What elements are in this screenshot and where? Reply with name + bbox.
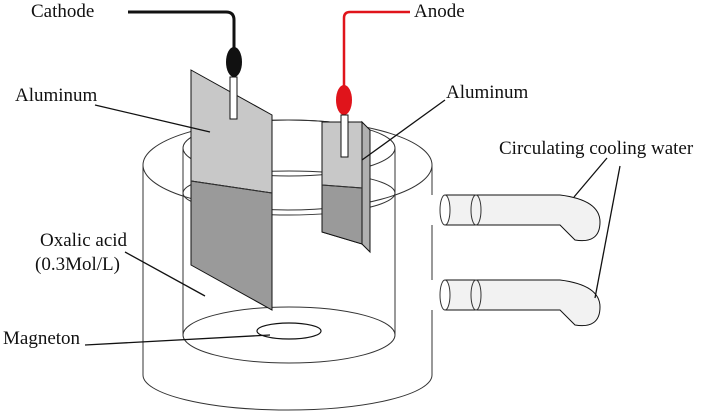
leader-cooling-upper: [573, 157, 608, 198]
leader-lines: [84, 99, 621, 346]
leader-magneton: [84, 334, 271, 346]
left-aluminum-plate: [190, 69, 273, 311]
anode-clip: [336, 85, 352, 115]
right-aluminum-plate: [321, 120, 371, 254]
cathode-wire: [128, 10, 236, 48]
magneton-label: Magneton: [3, 328, 81, 349]
oxalic-acid-concentration-label: (0.3Mol/L): [35, 254, 120, 275]
anode-wire: [342, 10, 410, 88]
anode-connector: [336, 10, 410, 158]
inner-beaker: [182, 119, 396, 364]
lower-cooling-tube: [439, 279, 601, 327]
aluminum-right-label: Aluminum: [446, 82, 529, 103]
upper-cooling-tube: [439, 194, 601, 242]
cooling-water-label: Circulating cooling water: [499, 138, 694, 159]
cathode-pin: [229, 76, 238, 120]
leader-cooling-lower: [594, 165, 621, 299]
outer-vessel: [142, 119, 433, 411]
cathode-label: Cathode: [31, 1, 94, 22]
aluminum-left-label: Aluminum: [15, 85, 98, 106]
anode-pin: [340, 114, 349, 158]
oxalic-acid-label: Oxalic acid: [40, 230, 128, 251]
leader-left-aluminum: [94, 104, 211, 133]
leader-oxalic-acid: [124, 251, 206, 297]
magneton-disc: [256, 322, 322, 340]
cathode-clip: [226, 47, 242, 77]
anode-label: Anode: [414, 1, 465, 22]
leader-right-aluminum: [361, 99, 446, 161]
oxalic-acid-surface: [182, 170, 396, 216]
cathode-connector: [128, 10, 242, 120]
